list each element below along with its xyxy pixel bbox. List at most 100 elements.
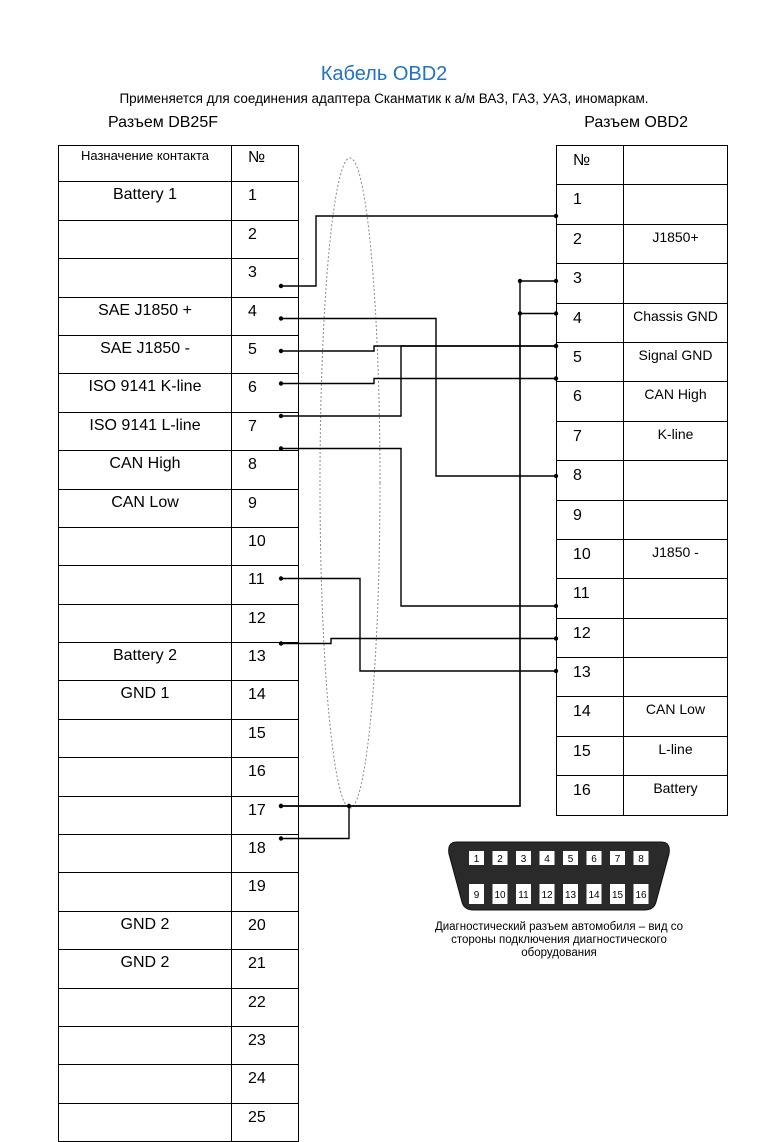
pin-number: 13 (556, 657, 624, 698)
page-subtitle: Применяется для соединения адаптера Скан… (119, 91, 649, 106)
wire-db25-20-obd2-4 (281, 280, 556, 807)
wire-junction (346, 803, 352, 809)
obd-pin (492, 851, 508, 865)
obd-pin (633, 884, 649, 904)
table-row: 17 (58, 795, 299, 836)
pin-number: 7 (231, 411, 299, 452)
page-title: Кабель OBD2 (320, 63, 448, 85)
wire-junction (553, 668, 559, 674)
obd-pin (563, 884, 578, 904)
wire-junction (278, 836, 284, 841)
wire-junction (278, 576, 284, 581)
pin-number: 2 (231, 219, 299, 260)
wire-junction (278, 283, 284, 289)
wire-junction (553, 603, 559, 609)
pin-purpose: CAN High (58, 450, 232, 490)
pin-purpose (58, 1025, 232, 1066)
table-row: SAE J1850 +4 (58, 296, 299, 336)
wire-junction (278, 381, 284, 386)
obd-pin-label: 12 (541, 890, 553, 901)
column-header-number: № (231, 144, 299, 183)
table-row: 11 (556, 578, 728, 619)
obd-pin (469, 884, 484, 904)
pin-number: 12 (556, 617, 624, 659)
wire-db25-7-obd2-7 (281, 377, 556, 385)
obd-pin (586, 884, 602, 904)
column-header-number: № (556, 144, 624, 186)
wire-junction (278, 413, 284, 419)
obd-pin-label: 2 (497, 854, 503, 865)
pin-purpose (623, 460, 728, 501)
pin-number: 4 (556, 302, 624, 343)
pin-purpose: K-line (623, 420, 728, 462)
table-row: 23 (58, 1025, 299, 1066)
wire-junction (553, 636, 559, 641)
table-row: 15 (58, 718, 299, 759)
pin-purpose (58, 1064, 232, 1104)
wire-junction (553, 473, 559, 479)
obd-pin-label: 9 (474, 890, 480, 901)
pin-number: 10 (231, 526, 299, 567)
table-header-row: Назначение контакта № (58, 144, 299, 183)
table-row: 24 (58, 1064, 299, 1104)
obd-pin-label: 8 (638, 854, 644, 865)
pin-purpose: ISO 9141 L-line (58, 411, 232, 452)
table-row: 18 (58, 834, 299, 874)
pin-number: 11 (556, 578, 624, 619)
obd-pin-label: 6 (591, 854, 597, 865)
pin-purpose: Battery (623, 775, 728, 816)
obd-pin (563, 851, 578, 865)
pin-purpose: Chassis GND (623, 302, 728, 343)
obd-pin (633, 851, 649, 865)
pin-number: 2 (556, 223, 624, 265)
table-row: 12 (58, 603, 299, 644)
table-row: 3 (556, 263, 728, 304)
wire-db25-8-obd2-6 (281, 345, 556, 417)
pin-number: 8 (231, 450, 299, 490)
wire-junction (553, 278, 559, 284)
pin-number: 9 (556, 499, 624, 540)
pin-number: 6 (231, 373, 299, 413)
wire-junction (278, 641, 284, 646)
pin-number: 22 (231, 987, 299, 1027)
wire-junction (553, 311, 559, 316)
cable-shield-ellipse (319, 157, 381, 809)
obd-pin (586, 851, 602, 865)
wire-junction (553, 343, 559, 349)
obd-pin-label: 3 (521, 854, 527, 865)
obd-pin-label: 14 (588, 890, 600, 901)
obd-pin (492, 884, 508, 904)
pin-purpose: Battery 2 (58, 642, 232, 682)
wire-junction (517, 278, 523, 284)
pin-purpose: CAN High (623, 381, 728, 422)
table-row: 22 (58, 987, 299, 1027)
wire-junction (553, 213, 559, 219)
wire-db25-9-obd2-14 (281, 447, 556, 607)
pin-number: 1 (231, 181, 299, 221)
obd-pin-label: 7 (615, 854, 621, 865)
pin-number: 21 (231, 949, 299, 989)
obd-pin (610, 884, 625, 904)
pin-number: 20 (231, 910, 299, 951)
pin-number: 1 (556, 184, 624, 225)
column-header-purpose: Назначение контакта (58, 144, 232, 183)
caption-line: стороны подключения диагностического (451, 934, 667, 946)
table-header-row: № (556, 144, 728, 186)
obd-pin-label: 4 (544, 854, 550, 865)
obd-pin (539, 851, 555, 865)
pin-purpose (623, 263, 728, 304)
pin-purpose (623, 578, 728, 619)
wire-db25-15-obd2-15 (281, 637, 556, 645)
pin-number: 14 (231, 680, 299, 720)
pin-number: 12 (231, 603, 299, 644)
